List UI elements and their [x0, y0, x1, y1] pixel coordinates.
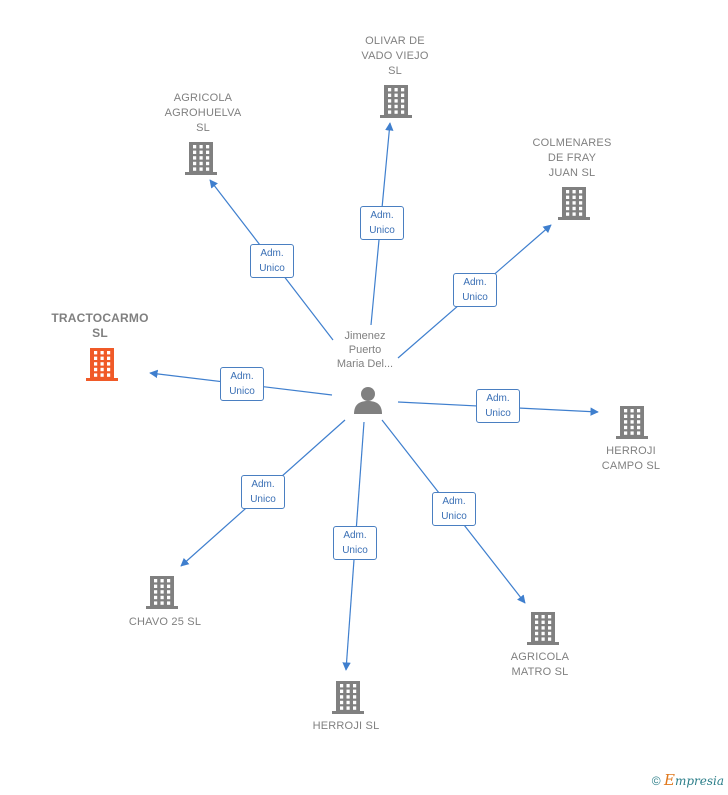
role-badge-tractocarmo: Adm. Unico [220, 367, 264, 401]
role-badge-colmenares: Adm. Unico [453, 273, 497, 307]
building-icon[interactable] [380, 84, 412, 123]
footer-brand: © Empresia [652, 771, 724, 789]
brand-initial: E [663, 771, 675, 789]
role-badge-olivar: Adm. Unico [360, 206, 404, 240]
building-icon[interactable] [86, 347, 118, 386]
role-badge-herroji-campo: Adm. Unico [476, 389, 520, 423]
company-label-agrohuelva[interactable]: AGRICOLA AGROHUELVA SL [164, 92, 242, 134]
company-label-colmenares[interactable]: COLMENARES DE FRAY JUAN SL [532, 137, 612, 179]
company-label-chavo[interactable]: CHAVO 25 SL [128, 616, 202, 628]
building-icon[interactable] [527, 611, 559, 650]
building-icon[interactable] [616, 405, 648, 444]
person-icon[interactable] [353, 385, 383, 420]
company-label-matro[interactable]: AGRICOLA MATRO SL [510, 651, 570, 678]
building-icon[interactable] [146, 575, 178, 614]
role-badge-matro: Adm. Unico [432, 492, 476, 526]
brand-name: mpresia [674, 774, 724, 788]
building-icon[interactable] [185, 141, 217, 180]
center-person-label[interactable]: Jimenez Puerto Maria Del... [336, 330, 394, 370]
role-badge-chavo: Adm. Unico [241, 475, 285, 509]
company-label-herroji-campo[interactable]: HERROJI CAMPO SL [601, 445, 661, 472]
copyright-symbol: © [651, 774, 661, 788]
company-label-olivar[interactable]: OLIVAR DE VADO VIEJO SL [361, 35, 429, 77]
company-label-tractocarmo[interactable]: TRACTOCARMO SL [51, 311, 149, 340]
building-icon[interactable] [558, 186, 590, 225]
role-badge-herroji: Adm. Unico [333, 526, 377, 560]
company-label-herroji[interactable]: HERROJI SL [312, 720, 380, 732]
building-icon[interactable] [332, 680, 364, 719]
role-badge-agrohuelva: Adm. Unico [250, 244, 294, 278]
